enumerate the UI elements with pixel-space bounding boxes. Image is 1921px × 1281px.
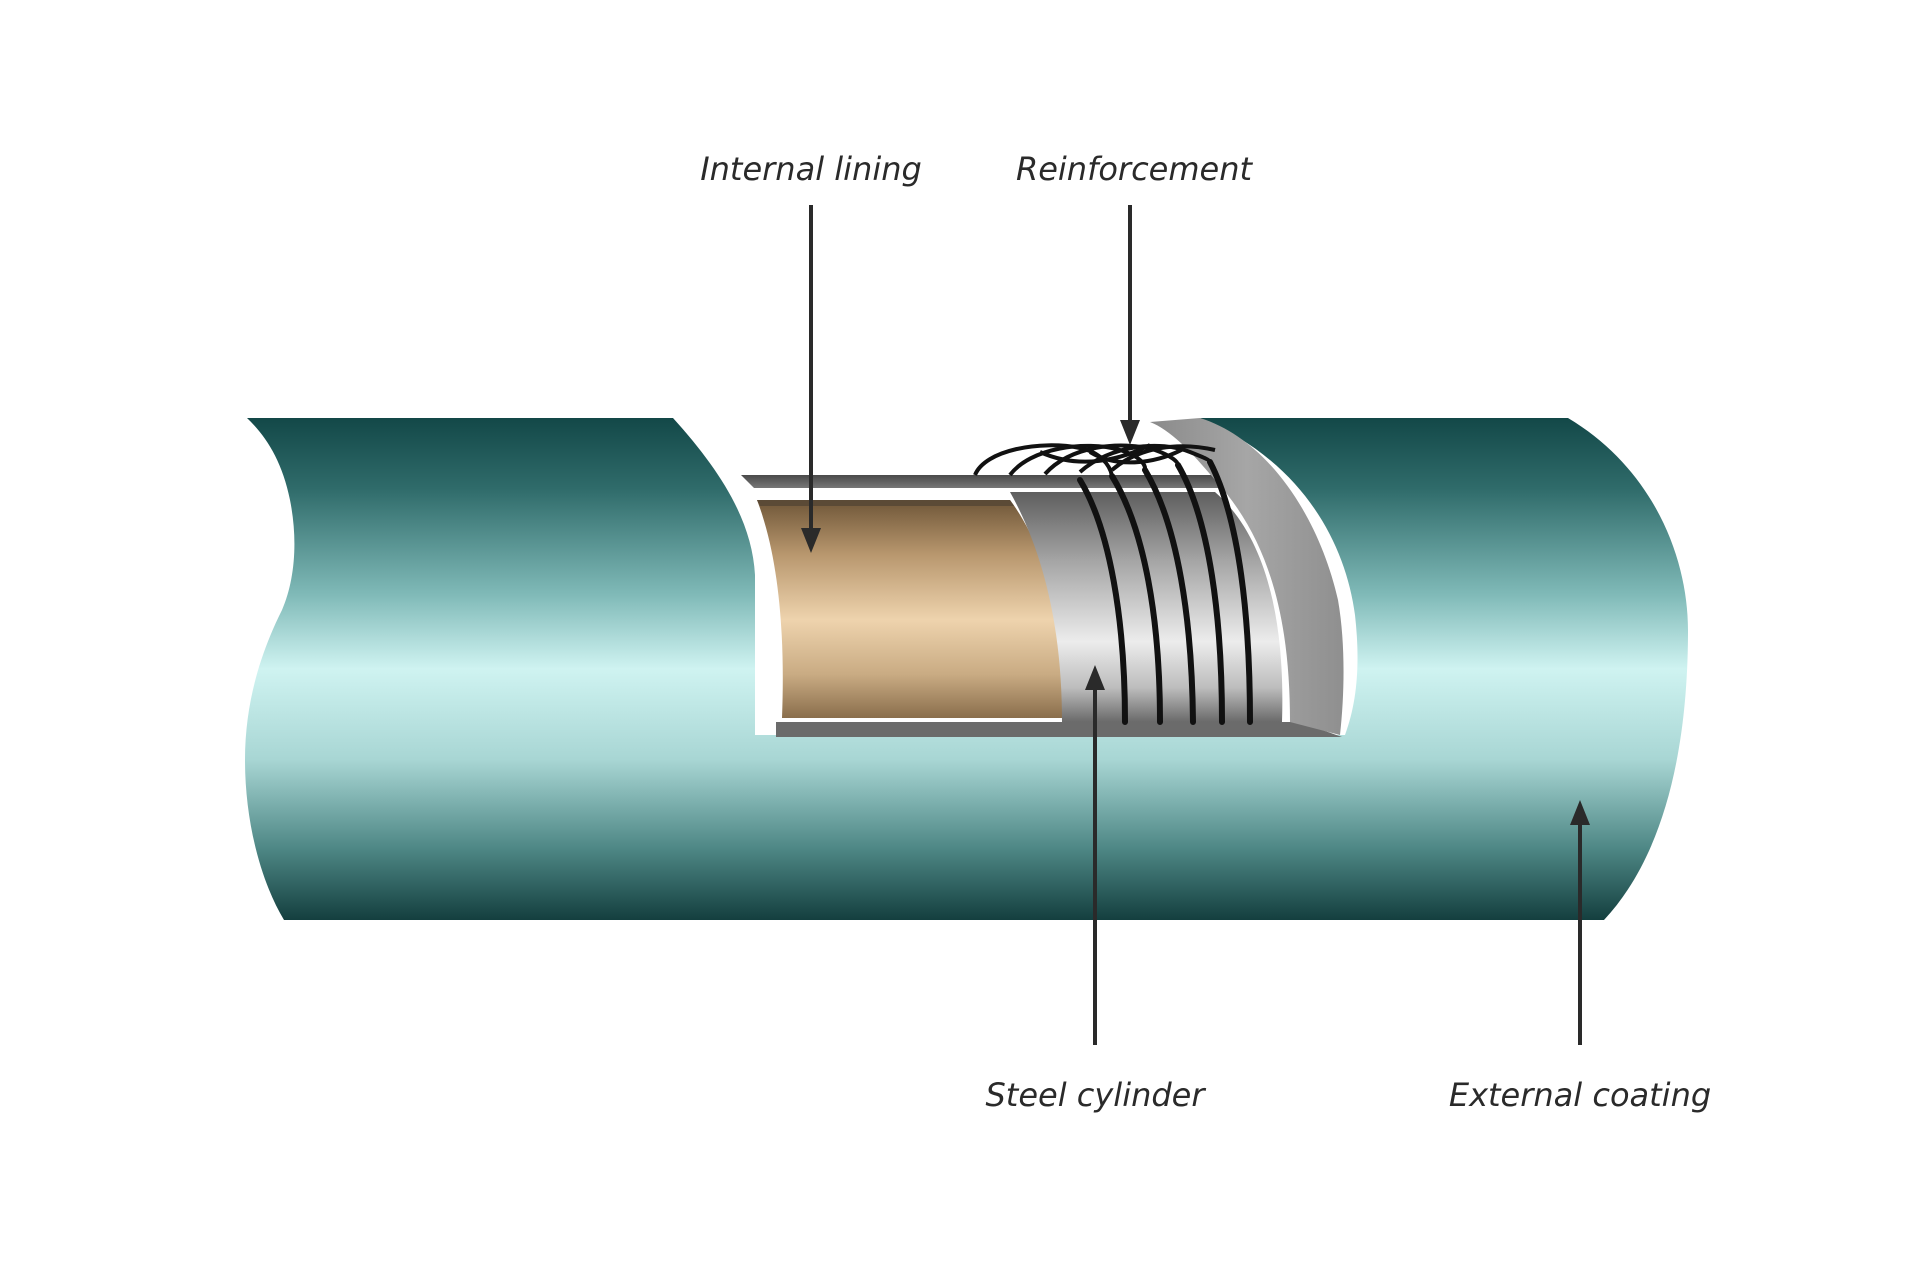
label-internal-lining: Internal lining — [700, 150, 922, 188]
external-coating-right-section — [755, 418, 1688, 920]
leader-steel-cylinder — [1085, 665, 1105, 1045]
steel-rim-top — [741, 475, 1230, 488]
label-reinforcement: Reinforcement — [1016, 150, 1254, 188]
steel-cylinder-body — [1010, 492, 1283, 722]
leader-reinforcement — [1120, 205, 1140, 445]
external-coating-left-section — [245, 418, 755, 920]
label-external-coating: External coating — [1449, 1076, 1711, 1114]
leader-external-coating — [1570, 800, 1590, 1045]
reinforcement-wire-coils — [1077, 459, 1253, 725]
internal-lining-cylinder — [757, 500, 1062, 718]
leader-internal-lining — [801, 205, 821, 553]
steel-rim-bottom — [776, 722, 1342, 737]
steel-cylinder-end-face — [1150, 418, 1344, 735]
label-steel-cylinder: Steel cylinder — [985, 1076, 1206, 1114]
internal-lining-shadow-edge — [757, 500, 1014, 506]
reinforcement-wire-loops — [973, 443, 1216, 477]
